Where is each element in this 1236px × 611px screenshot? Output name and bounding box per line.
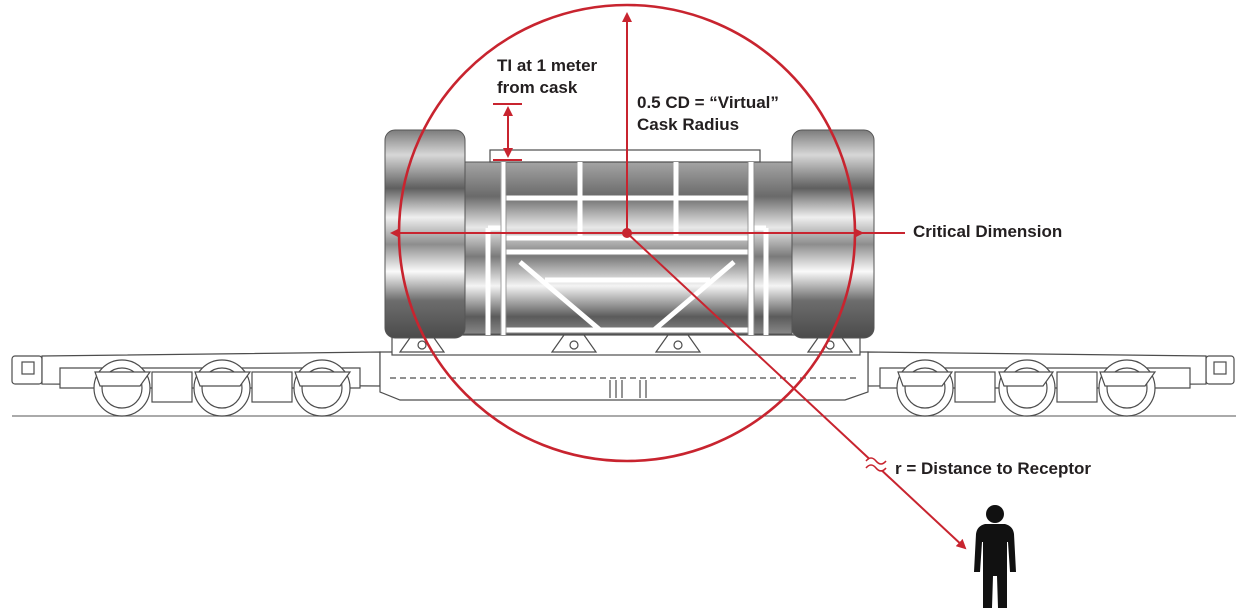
railcar <box>11 334 1235 417</box>
distance-to-receptor-label: r = Distance to Receptor <box>895 459 1092 478</box>
critical-dimension-label: Critical Dimension <box>913 222 1063 241</box>
annotations <box>390 3 967 550</box>
ti-label-line1: TI at 1 meter <box>497 56 598 75</box>
virtual-radius-label-line2: Cask Radius <box>637 115 740 134</box>
receptor-distance-arrow <box>626 232 967 550</box>
virtual-radius-label: 0.5 CD = “Virtual” Cask Radius <box>637 92 779 136</box>
cask-cradle-base <box>391 334 861 356</box>
tiedown-lugs <box>398 334 854 353</box>
right-coupler <box>1205 355 1235 385</box>
right-truck-set <box>879 359 1191 417</box>
left-truck-set <box>59 359 361 417</box>
cask-center-point <box>622 228 632 238</box>
left-coupler <box>11 355 43 385</box>
car-center-deck <box>379 351 869 401</box>
virtual-radius-label-line1: 0.5 CD = “Virtual” <box>637 93 779 112</box>
personnel-barrier <box>485 149 769 335</box>
person-silhouette-icon <box>974 505 1016 608</box>
ti-label-line2: from cask <box>497 78 578 97</box>
distance-break-symbol <box>865 457 887 472</box>
ti-label: TI at 1 meter from cask <box>497 55 597 99</box>
